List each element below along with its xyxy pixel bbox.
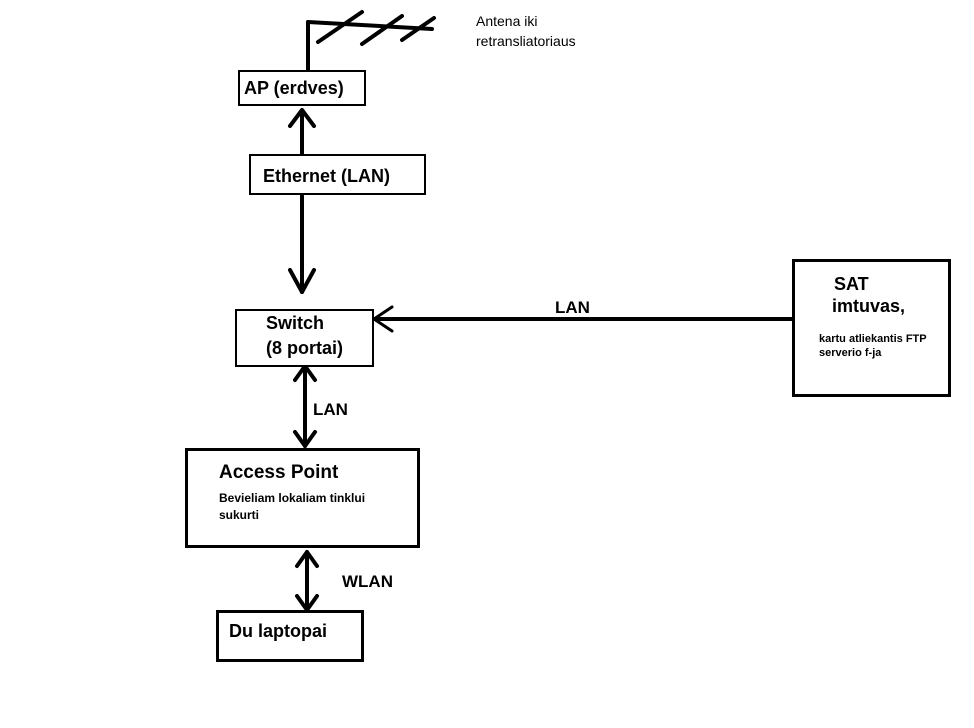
- access-point-desc-line2: sukurti: [219, 508, 260, 522]
- link-label-switch-accesspoint: LAN: [313, 400, 348, 419]
- sat-label-line2: imtuvas,: [832, 296, 906, 316]
- access-point-title: Access Point: [219, 462, 339, 483]
- switch-sat-link: [372, 304, 830, 334]
- ap-ethernet-link: [288, 108, 316, 160]
- laptops-label: Du laptopai: [229, 621, 327, 641]
- sat-label-line1: SAT: [834, 274, 869, 294]
- switch-box: Switch (8 portai): [235, 309, 374, 367]
- switch-accesspoint-link: [293, 364, 317, 448]
- switch-label-line1: Switch: [266, 313, 325, 333]
- switch-label-line2: (8 portai): [266, 338, 344, 358]
- antenna-label-line2: retransliatoriaus: [476, 33, 576, 49]
- access-point-desc-line1: Bevieliam lokaliam tinklui: [219, 491, 366, 505]
- ethernet-box: Ethernet (LAN): [249, 154, 426, 195]
- ethernet-switch-link: [288, 194, 316, 294]
- sat-desc-line1: kartu atliekantis FTP: [819, 333, 927, 345]
- link-label-switch-sat: LAN: [555, 298, 590, 317]
- laptops-box: Du laptopai: [216, 610, 364, 662]
- accesspoint-laptops-link: [295, 550, 319, 612]
- link-label-accesspoint-laptops: WLAN: [342, 572, 393, 591]
- ap-box: AP (erdves): [238, 70, 366, 106]
- sat-desc-line2: serverio f-ja: [819, 347, 882, 359]
- sat-box: SAT imtuvas, kartu atliekantis FTP serve…: [792, 259, 951, 397]
- access-point-box: Access Point Bevieliam lokaliam tinklui …: [185, 448, 420, 548]
- ap-label: AP (erdves): [244, 78, 344, 98]
- antenna-label-line1: Antena iki: [476, 13, 538, 29]
- ethernet-label: Ethernet (LAN): [263, 166, 390, 186]
- antenna-icon: [306, 10, 436, 72]
